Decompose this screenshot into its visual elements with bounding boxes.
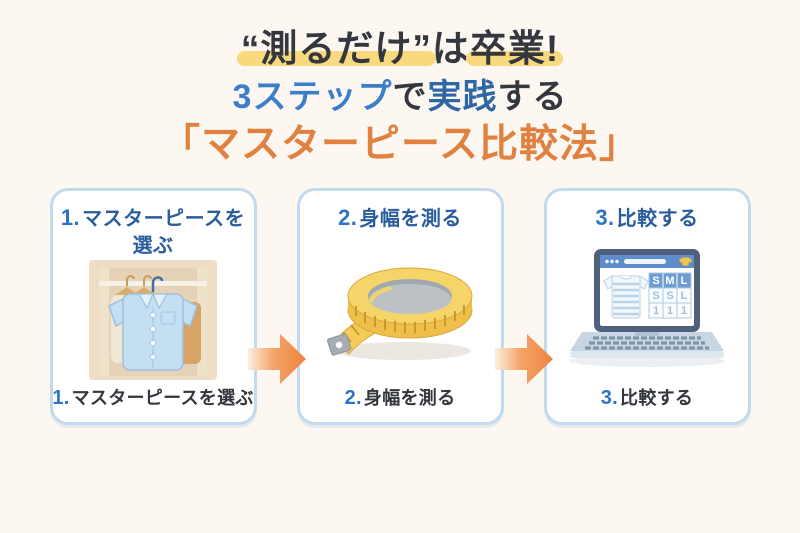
table-cell: 1 xyxy=(667,305,673,317)
step-card-3: 3.比較する xyxy=(543,188,751,425)
step-1-number: 1. xyxy=(60,205,81,230)
step-2-caption-text: 身幅を測る xyxy=(363,388,456,408)
closet-illustration xyxy=(61,259,246,384)
laptop-illustration: S M L S S L 1 1 1 xyxy=(555,233,740,384)
step-3-heading-text: 比較する xyxy=(616,208,699,230)
closet-shirt-icon xyxy=(89,260,217,381)
table-header-cell: M xyxy=(665,275,674,287)
table-cell: S xyxy=(652,290,659,302)
table-header-cell: S xyxy=(652,275,659,287)
step-1-caption-number: 1. xyxy=(52,387,70,409)
step-card-2: 2.身幅を測る xyxy=(296,188,504,425)
step-1-caption-text: マスターピースを選ぶ xyxy=(71,388,254,408)
table-cell: L xyxy=(681,290,688,302)
title-suru: する xyxy=(497,78,568,116)
step-1-heading: 1.マスターピースを選ぶ xyxy=(61,204,246,259)
step-card-1: 1.マスターピースを選ぶ xyxy=(49,188,257,425)
shirt-icon xyxy=(678,257,693,267)
step-1-heading-text: マスターピースを選ぶ xyxy=(82,208,246,257)
step-2-caption-number: 2. xyxy=(344,387,362,409)
step-1-caption: 1.マスターピースを選ぶ xyxy=(52,384,253,410)
title-line-3: 「マスターピース比較法」 xyxy=(160,123,640,166)
title-de: で xyxy=(392,78,428,116)
measuring-tape-illustration xyxy=(308,233,493,384)
arrow-right-icon xyxy=(247,333,306,384)
title-steps-text: 3ステップ xyxy=(232,78,393,116)
arrow-right-icon xyxy=(494,333,553,384)
table-cell: S xyxy=(666,290,673,302)
step-3-caption-number: 3. xyxy=(600,387,619,409)
title-plain: は xyxy=(431,28,470,69)
laptop-size-chart-icon: S M L S S L 1 1 1 xyxy=(569,249,725,368)
table-header-cell: L xyxy=(681,275,688,287)
title-line-2: 3ステップで実践する xyxy=(0,80,800,114)
measuring-tape-icon xyxy=(327,267,473,361)
title-block: “測るだけ”は卒業! 3ステップで実践する 「マスターピース比較法」 xyxy=(0,0,800,164)
steps-row: 1.マスターピースを選ぶ xyxy=(0,188,800,425)
title-line-1: “測るだけ”は卒業! xyxy=(0,30,800,67)
step-2-number: 2. xyxy=(338,205,358,230)
table-cell: 1 xyxy=(681,305,687,317)
step-2-heading-text: 身幅を測る xyxy=(359,208,462,230)
step-3-caption: 3.比較する xyxy=(601,384,693,410)
table-cell: 1 xyxy=(653,305,659,317)
title-highlight-1: “測るだけ” xyxy=(236,28,436,69)
title-practice-text: 実践 xyxy=(427,78,498,116)
step-3-number: 3. xyxy=(595,205,615,230)
step-3-heading: 3.比較する xyxy=(595,204,698,233)
step-2-heading: 2.身幅を測る xyxy=(338,204,462,233)
step-3-caption-text: 比較する xyxy=(620,388,694,408)
step-2-caption: 2.身幅を測る xyxy=(345,384,456,410)
title-highlight-2: 卒業! xyxy=(465,28,564,69)
size-table: S M L S S L 1 1 1 xyxy=(648,272,692,319)
